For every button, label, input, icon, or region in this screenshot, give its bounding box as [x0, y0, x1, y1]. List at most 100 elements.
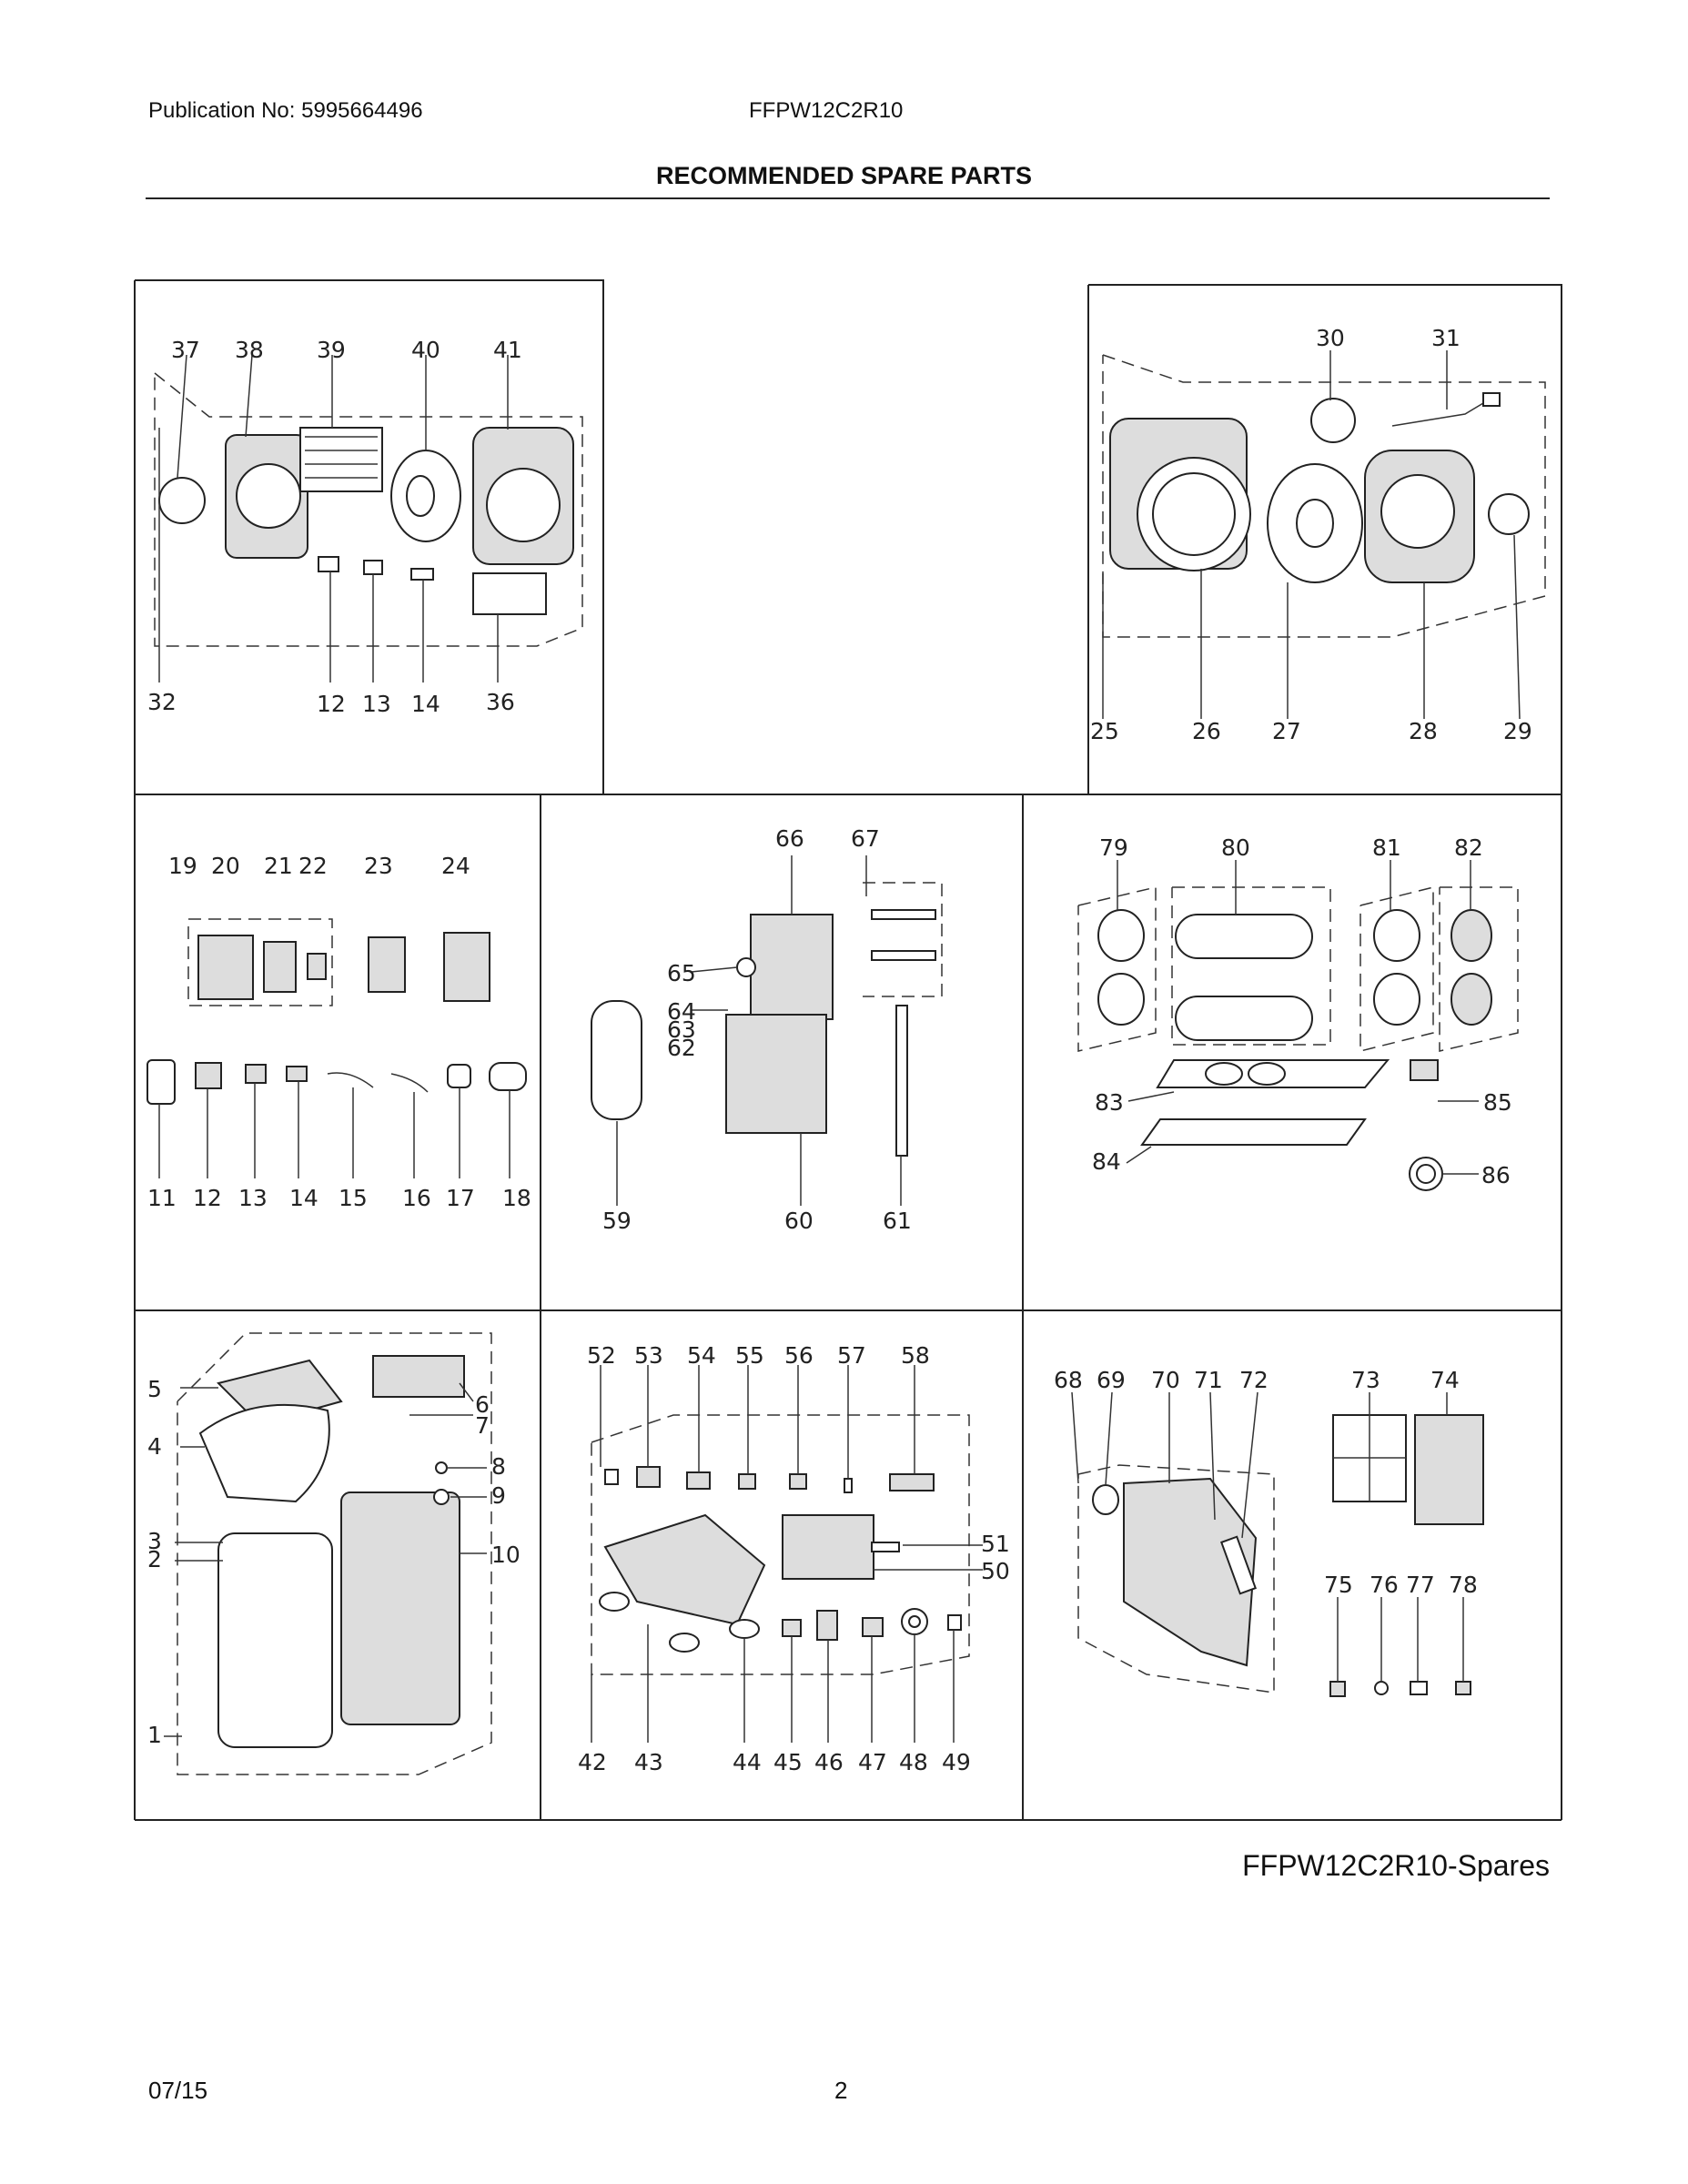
callout-45: 45 — [773, 1749, 803, 1775]
panel-base — [591, 1365, 983, 1743]
callout-1: 1 — [147, 1722, 162, 1748]
callout-71: 71 — [1194, 1367, 1223, 1393]
callout-41: 41 — [493, 337, 522, 363]
callout-51: 51 — [981, 1531, 1010, 1557]
callout-78: 78 — [1449, 1572, 1478, 1598]
callout-82: 82 — [1454, 834, 1483, 861]
callout-2: 2 — [147, 1546, 162, 1572]
callout-74: 74 — [1430, 1367, 1460, 1393]
callout-19: 19 — [168, 853, 197, 879]
callout-72: 72 — [1239, 1367, 1269, 1393]
callout-56: 56 — [784, 1342, 814, 1369]
callout-66: 66 — [775, 825, 804, 852]
callout-14: 14 — [411, 691, 440, 717]
callout-73: 73 — [1351, 1367, 1380, 1393]
title-rule — [146, 197, 1550, 199]
callout-85: 85 — [1483, 1089, 1512, 1116]
publication-number: Publication No: 5995664496 — [148, 98, 423, 123]
callout-59: 59 — [602, 1208, 632, 1234]
callout-54: 54 — [687, 1342, 716, 1369]
callout-55: 55 — [735, 1342, 764, 1369]
callout-79: 79 — [1099, 834, 1128, 861]
callout-28: 28 — [1409, 718, 1438, 744]
callout-65: 65 — [667, 960, 696, 986]
callout-16: 16 — [402, 1185, 431, 1211]
callout-67: 67 — [851, 825, 880, 852]
callout-86: 86 — [1481, 1162, 1511, 1188]
callout-3: 3 — [147, 1528, 162, 1554]
callout-84: 84 — [1092, 1148, 1121, 1175]
panel2-callouts: 30 31 25 26 27 28 29 — [1090, 325, 1532, 744]
panel-blower-left — [154, 354, 583, 682]
panel-blower-right — [1102, 350, 1546, 720]
callout-64: 64 — [667, 998, 696, 1025]
panel-frames — [134, 279, 1562, 1821]
callout-77: 77 — [1406, 1572, 1435, 1598]
callout-68: 68 — [1054, 1367, 1083, 1393]
callout-22: 22 — [298, 853, 328, 879]
callout-23: 23 — [364, 853, 393, 879]
callout-58: 58 — [901, 1342, 930, 1369]
callout-29: 29 — [1503, 718, 1532, 744]
callout-14: 14 — [289, 1185, 318, 1211]
callout-20: 20 — [211, 853, 240, 879]
callout-21: 21 — [264, 853, 293, 879]
callout-70: 70 — [1151, 1367, 1180, 1393]
callout-43: 43 — [634, 1749, 663, 1775]
panel-controls — [147, 918, 527, 1178]
callout-9: 9 — [491, 1482, 506, 1509]
panel6-callouts: 5 4 3 2 1 6 7 8 9 10 — [147, 1376, 521, 1748]
callout-38: 38 — [235, 337, 264, 363]
callout-7: 7 — [475, 1412, 490, 1439]
callout-27: 27 — [1272, 718, 1301, 744]
panel1-callouts: 37 38 39 40 41 32 12 13 14 36 — [147, 337, 522, 717]
callout-42: 42 — [578, 1749, 607, 1775]
callout-62: 62 — [667, 1035, 696, 1061]
callout-31: 31 — [1431, 325, 1461, 351]
callout-12: 12 — [317, 691, 346, 717]
callout-69: 69 — [1097, 1367, 1126, 1393]
callout-11: 11 — [147, 1185, 177, 1211]
callout-83: 83 — [1095, 1089, 1124, 1116]
callout-12: 12 — [193, 1185, 222, 1211]
callout-32: 32 — [147, 689, 177, 715]
diagram-label: FFPW12C2R10-Spares — [1242, 1849, 1550, 1882]
callout-46: 46 — [814, 1749, 844, 1775]
callout-8: 8 — [491, 1453, 506, 1480]
callout-49: 49 — [942, 1749, 971, 1775]
panel5-callouts: 79 80 81 82 83 85 84 86 — [1092, 834, 1512, 1188]
callout-57: 57 — [837, 1342, 866, 1369]
callout-50: 50 — [981, 1558, 1010, 1584]
callout-13: 13 — [238, 1185, 268, 1211]
callout-53: 53 — [634, 1342, 663, 1369]
callout-47: 47 — [858, 1749, 887, 1775]
model-number: FFPW12C2R10 — [749, 98, 904, 123]
callout-36: 36 — [486, 689, 515, 715]
callout-40: 40 — [411, 337, 440, 363]
panel3-callouts: 19 20 21 22 23 24 11 12 13 14 15 16 17 1… — [147, 853, 531, 1211]
panel-exhaust-kit — [1077, 860, 1519, 1191]
callout-6: 6 — [475, 1391, 490, 1418]
panel7-callouts: 52 53 54 55 56 57 58 51 50 42 43 44 45 4… — [578, 1342, 1010, 1775]
callout-13: 13 — [362, 691, 391, 717]
panel4-callouts: 66 67 65 64 63 62 59 60 61 — [602, 825, 912, 1234]
panel-sealed-system — [591, 855, 943, 1206]
callout-52: 52 — [587, 1342, 616, 1369]
callout-10: 10 — [491, 1542, 521, 1568]
callout-5: 5 — [147, 1376, 162, 1402]
page-number: 2 — [834, 2077, 848, 2104]
callout-18: 18 — [502, 1185, 531, 1211]
footer-date: 07/15 — [148, 2077, 208, 2104]
callout-60: 60 — [784, 1208, 814, 1234]
callout-76: 76 — [1370, 1572, 1399, 1598]
panel-cabinet — [164, 1332, 492, 1775]
panel8-callouts: 68 69 70 71 72 73 74 75 76 77 78 — [1054, 1367, 1478, 1598]
callout-37: 37 — [171, 337, 200, 363]
callout-63: 63 — [667, 1016, 696, 1043]
page-title: RECOMMENDED SPARE PARTS — [655, 162, 1033, 189]
callout-81: 81 — [1372, 834, 1401, 861]
callout-25: 25 — [1090, 718, 1119, 744]
callout-61: 61 — [883, 1208, 912, 1234]
callout-17: 17 — [446, 1185, 475, 1211]
